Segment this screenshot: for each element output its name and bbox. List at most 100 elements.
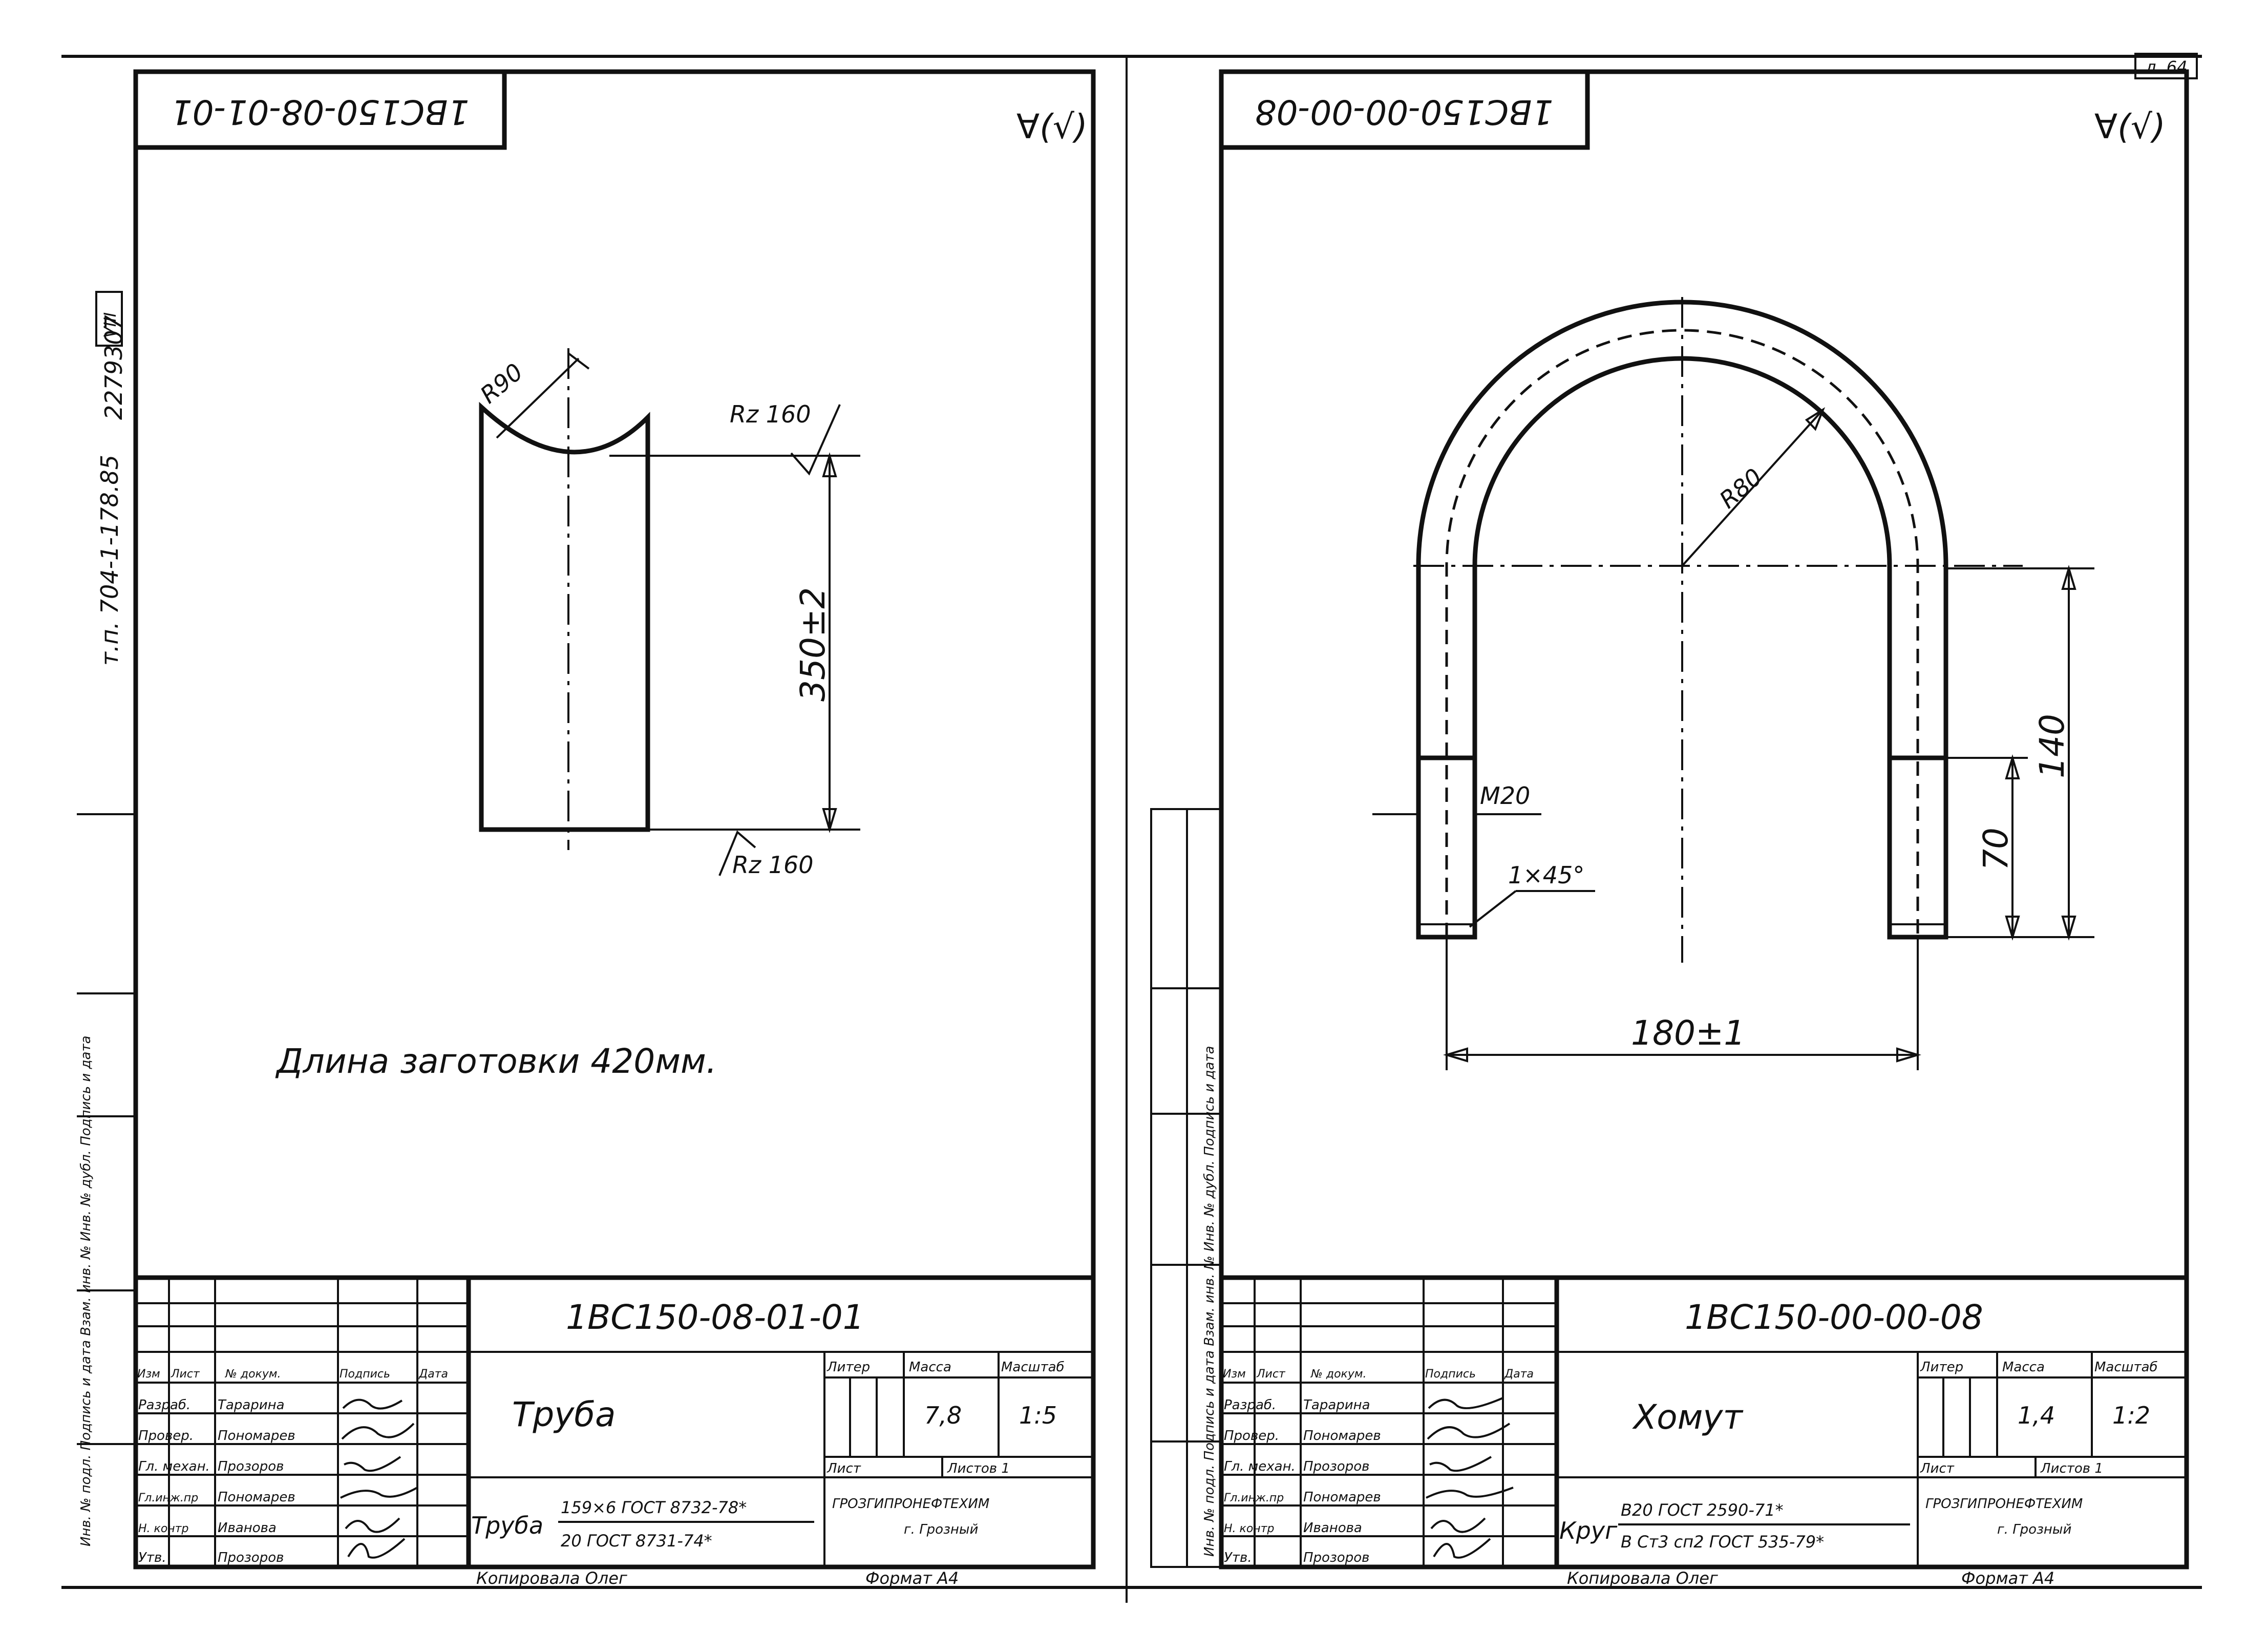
right-part-name: Хомут xyxy=(1632,1397,1744,1437)
w-arr1 xyxy=(1443,1047,1468,1063)
right-roughness-mark: ∀(√) xyxy=(2094,107,2166,146)
roughness-symbol-bottom xyxy=(718,830,756,876)
radius-cross xyxy=(567,352,590,370)
r-row-role-4: Гл.инж.пр xyxy=(1224,1492,1284,1504)
r-col-mass: Масса xyxy=(2002,1360,2045,1375)
right-mass: 1,4 xyxy=(2018,1402,2055,1429)
h-arr1 xyxy=(2061,565,2076,590)
w-arr2 xyxy=(1896,1047,1921,1063)
row-role-1: Разраб. xyxy=(138,1397,190,1413)
right-material-top: В20 ГОСТ 2590-71* xyxy=(1621,1500,1784,1520)
right-corner-code: 1ВС150-00-00-08 xyxy=(1255,92,1554,132)
left-frame xyxy=(133,69,1096,1570)
left-corner-code-box xyxy=(133,69,507,150)
hdr-doc: № докум. xyxy=(225,1368,281,1381)
left-material-bottom: 20 ГОСТ 8731-74* xyxy=(561,1531,712,1551)
left-roughness-bottom: Rz 160 xyxy=(732,851,814,879)
r-signatures xyxy=(1426,1397,1514,1559)
left-designation: 1ВС150-08-01-01 xyxy=(566,1298,864,1337)
t-arr2 xyxy=(2005,916,2020,941)
thread-dim: 70 xyxy=(1976,828,2016,871)
r-hdr-date: Дата xyxy=(1504,1368,1534,1381)
right-org-city: г. Грозный xyxy=(1997,1522,2071,1537)
right-sheet: 1ВС150-00-00-08 ∀(√) Инв. № подл. Подпис… xyxy=(1150,69,2189,1588)
left-corner-code: 1ВС150-08-01-01 xyxy=(171,92,470,132)
col-liter: Литер xyxy=(826,1360,870,1375)
left-title-block: Изм Лист № докум. Подпись Дата Разраб. Т… xyxy=(136,1275,1093,1588)
hdr-list: Лист xyxy=(171,1368,200,1381)
col-mass: Масса xyxy=(909,1360,951,1375)
row-name-2: Пономарев xyxy=(218,1428,295,1444)
pipe-outline xyxy=(479,401,650,832)
r-col-sheet: Лист xyxy=(1920,1461,1955,1476)
radius-leader-r xyxy=(1681,409,1824,567)
r-row-role-3: Гл. механ. xyxy=(1224,1459,1296,1474)
h-arr2 xyxy=(2061,916,2076,941)
row-role-5: Н. контр xyxy=(138,1522,188,1535)
right-format: Формат А4 xyxy=(1961,1568,2054,1588)
r-row-role-2: Провер. xyxy=(1224,1428,1279,1444)
u-bolt-drawing: R80 М20 1×45° 140 70 180±1 xyxy=(1372,297,2094,1070)
right-frame xyxy=(1219,69,2189,1570)
side-stamp-volume: VIII xyxy=(100,312,120,338)
row-name-3: Прозоров xyxy=(218,1459,284,1474)
r-hdr-doc: № докум. xyxy=(1310,1368,1366,1381)
blank-length-note: Длина заготовки 420мм. xyxy=(275,1042,717,1081)
u-bolt-centerline xyxy=(1445,329,1919,937)
row-name-1: Тарарина xyxy=(218,1397,285,1413)
dim-arrow-bottom xyxy=(822,808,837,833)
r-col-liter: Литер xyxy=(1920,1360,1963,1375)
left-scale: 1:5 xyxy=(1019,1402,1057,1429)
row-role-2: Провер. xyxy=(138,1428,194,1444)
left-format: Формат А4 xyxy=(865,1568,959,1588)
r-row-name-4: Пономарев xyxy=(1303,1490,1381,1505)
r-col-sheets: Листов 1 xyxy=(2040,1461,2103,1476)
r-row-name-5: Иванова xyxy=(1303,1520,1362,1536)
r-row-name-1: Тарарина xyxy=(1303,1397,1370,1413)
left-org-city: г. Грозный xyxy=(904,1522,978,1537)
chamfer-label: 1×45° xyxy=(1508,861,1584,889)
height-dim: 140 xyxy=(2032,714,2072,778)
r-hdr-list: Лист xyxy=(1256,1368,1286,1381)
right-radius-label: R80 xyxy=(1714,463,1767,514)
left-org-name: ГРОЗГИПРОНЕФТЕХИМ xyxy=(832,1496,989,1512)
hdr-date: Дата xyxy=(418,1368,448,1381)
left-roughness-top: Rz 160 xyxy=(730,400,811,428)
right-copied-by: Копировала Олег xyxy=(1567,1568,1718,1588)
left-roughness-mark: ∀(√) xyxy=(1016,107,1088,146)
left-mass: 7,8 xyxy=(924,1402,962,1429)
r-row-name-6: Прозоров xyxy=(1303,1550,1369,1565)
left-material-top: 159×6 ГОСТ 8732-78* xyxy=(561,1498,747,1517)
right-title-block: Изм Лист № докум. Подпись Дата Разраб. Т… xyxy=(1221,1275,2187,1588)
row-role-3: Гл. механ. xyxy=(138,1459,210,1474)
hdr-izm: Изм xyxy=(137,1368,160,1381)
right-side-labels: Инв. № подл. Подпись и дата Взам. инв. №… xyxy=(1202,1046,1217,1557)
width-dim: 180±1 xyxy=(1631,1013,1745,1053)
radius-leader xyxy=(496,357,580,439)
left-sheet: 1ВС150-08-01-01 ∀(√) R90 350±2 Rz 160 Rz… xyxy=(133,69,1096,1588)
chamfer-leader xyxy=(1469,890,1517,928)
left-radius-label: R90 xyxy=(475,358,528,409)
side-stamp-volume-box xyxy=(95,291,123,347)
right-material-bottom: В Ст3 сп2 ГОСТ 535-79* xyxy=(1621,1532,1824,1552)
r-col-scale: Масштаб xyxy=(2094,1360,2158,1375)
row-role-4: Гл.инж.пр xyxy=(138,1492,198,1504)
row-name-6: Прозоров xyxy=(218,1550,284,1565)
row-role-6: Утв. xyxy=(138,1550,166,1565)
hdr-sign: Подпись xyxy=(340,1368,390,1381)
r-hdr-sign: Подпись xyxy=(1425,1368,1476,1381)
pipe-drawing: R90 350±2 Rz 160 Rz 160 xyxy=(475,348,860,879)
thread-label: М20 xyxy=(1480,782,1530,810)
row-name-4: Пономарев xyxy=(218,1490,295,1505)
t-arr1 xyxy=(2005,754,2020,779)
right-corner-code-box xyxy=(1219,69,1590,150)
col-sheet: Лист xyxy=(826,1461,861,1476)
r-row-name-3: Прозоров xyxy=(1303,1459,1369,1474)
side-stamp-project: т.п. 704-1-178.85 xyxy=(96,455,123,666)
right-scale: 1:2 xyxy=(2112,1402,2150,1429)
dim-arrow-top xyxy=(822,452,837,477)
col-scale: Масштаб xyxy=(1001,1360,1065,1375)
right-designation: 1ВС150-00-00-08 xyxy=(1685,1298,1983,1337)
r-row-name-2: Пономарев xyxy=(1303,1428,1381,1444)
